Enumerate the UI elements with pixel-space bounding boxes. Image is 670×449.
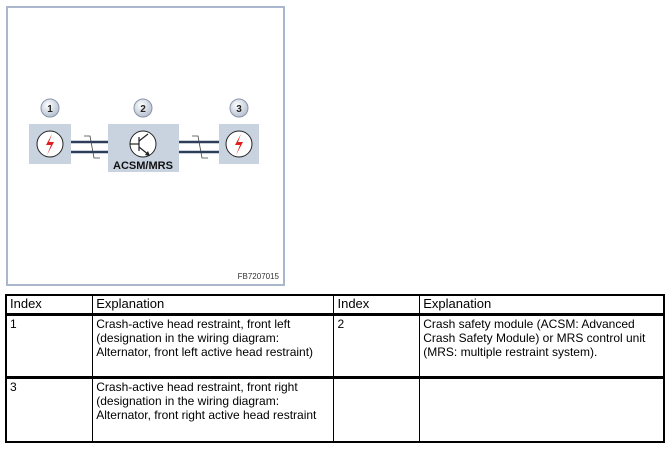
diagram-graphic: 1 2 ACSM/MRS 3 [29, 98, 259, 172]
cell-explanation: Crash-active head restraint, front right… [92, 377, 335, 443]
header-index: Index [333, 294, 421, 316]
component-3-head-restraint-right: 3 [219, 98, 259, 164]
component-label: ACSM/MRS [113, 160, 173, 172]
table-header-row: Index Explanation Index Explanation [5, 294, 665, 316]
lightning-icon [235, 134, 243, 155]
badge-2: 2 [140, 104, 146, 115]
wiring-diagram-figure: 1 2 ACSM/MRS 3 FB7207015 [6, 6, 285, 286]
cell-index [333, 377, 421, 443]
cell-index: 1 [5, 314, 94, 379]
figure-code: FB7207015 [237, 272, 279, 281]
cell-explanation: Crash-active head restraint, front left … [92, 314, 335, 379]
cell-index: 3 [5, 377, 94, 443]
component-1-head-restraint-left: 1 [29, 98, 71, 164]
cell-index: 2 [333, 314, 421, 379]
component-2-acsm-mrs: 2 ACSM/MRS [108, 98, 179, 172]
table-row: 1 Crash-active head restraint, front lef… [5, 314, 665, 379]
header-explanation: Explanation [419, 294, 665, 316]
badge-3: 3 [236, 104, 242, 115]
header-explanation: Explanation [92, 294, 335, 316]
header-index: Index [5, 294, 94, 316]
cell-explanation [419, 377, 665, 443]
lightning-icon [46, 134, 54, 155]
badge-1: 1 [47, 104, 53, 115]
wire-left [70, 140, 108, 154]
legend-table: Index Explanation Index Explanation 1 Cr… [5, 294, 665, 443]
cell-explanation: Crash safety module (ACSM: Advanced Cras… [419, 314, 665, 379]
table-row: 3 Crash-active head restraint, front rig… [5, 377, 665, 443]
